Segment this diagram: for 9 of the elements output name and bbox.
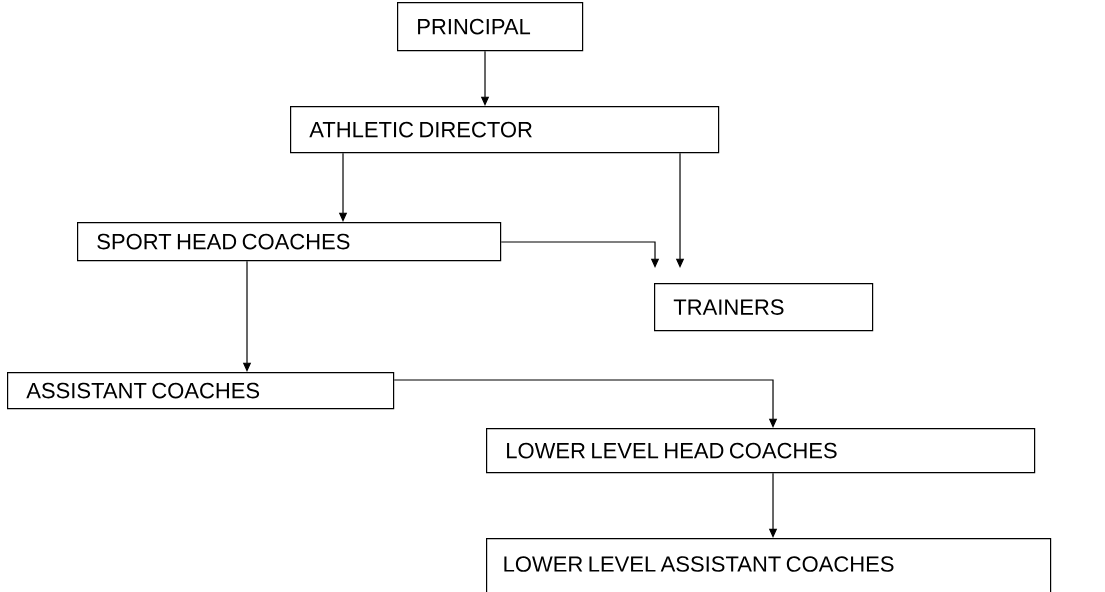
- org-box: ASSISTANT COACHES: [7, 372, 395, 410]
- arrow: [393, 379, 778, 428]
- org-box: LOWER LEVEL ASSISTANT COACHES: [486, 538, 1052, 592]
- arrow: [500, 241, 660, 268]
- org-box: ATHLETIC DIRECTOR: [290, 106, 720, 154]
- org-box: LOWER LEVEL HEAD COACHES: [486, 428, 1036, 474]
- org-box: PRINCIPAL: [397, 2, 584, 52]
- org-box: SPORT HEAD COACHES: [77, 222, 502, 262]
- org-box: TRAINERS: [654, 283, 874, 332]
